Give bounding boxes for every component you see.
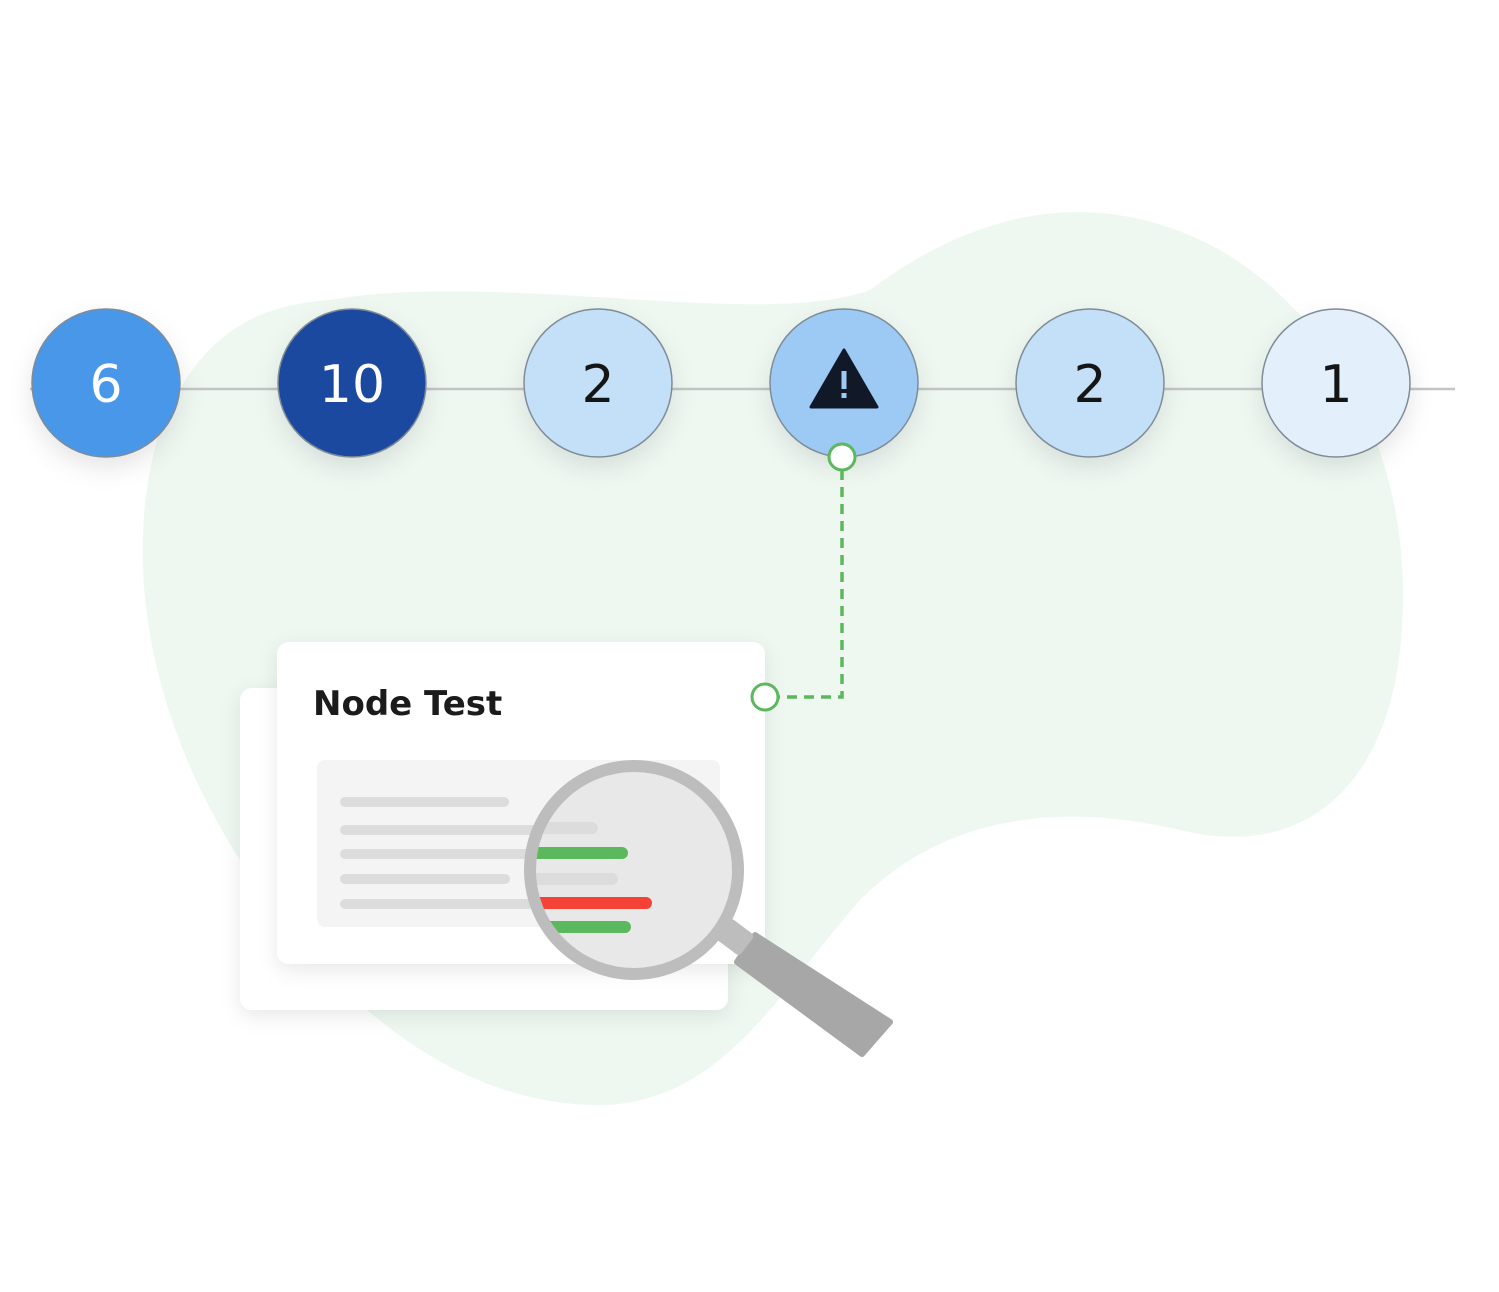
- timeline-node-5[interactable]: 2: [1015, 308, 1165, 458]
- timeline-node-6[interactable]: 1: [1261, 308, 1411, 458]
- magnified-line: [534, 897, 652, 909]
- dashed-connector: [778, 470, 844, 699]
- timeline-node-circle: [1015, 308, 1165, 458]
- timeline-node-label: 2: [1073, 355, 1106, 415]
- magnifier-icon: [524, 760, 893, 1057]
- connector-start-dot: [827, 442, 857, 472]
- connector-end-dot: [750, 682, 780, 712]
- magnified-line: [534, 847, 628, 859]
- timeline-node-circle: [523, 308, 673, 458]
- lens-ring: [524, 760, 744, 980]
- content-line: [340, 899, 540, 909]
- timeline-node-warning[interactable]: [769, 308, 919, 458]
- content-line: [340, 849, 540, 859]
- timeline-node-2[interactable]: 10: [277, 308, 427, 458]
- timeline-node-circle: [31, 308, 181, 458]
- content-line: [340, 874, 510, 884]
- lens-glass: [534, 770, 734, 970]
- timeline-node-label: 2: [581, 355, 614, 415]
- timeline-node-3[interactable]: 2: [523, 308, 673, 458]
- timeline-node-circle: [277, 308, 427, 458]
- magnified-line: [534, 873, 618, 885]
- timeline-nodes: 6 10 2 2 1: [31, 308, 1411, 458]
- content-line: [340, 797, 509, 807]
- card-title: Node Test: [313, 684, 502, 724]
- timeline-node-label: 1: [1319, 355, 1352, 415]
- timeline-node-label: 10: [319, 355, 385, 415]
- warning-icon: [809, 348, 879, 409]
- timeline-node-circle: [1261, 308, 1411, 458]
- timeline-node-label: 6: [89, 355, 122, 415]
- timeline-node-1[interactable]: 6: [31, 308, 181, 458]
- magnifier-handle: [734, 932, 893, 1057]
